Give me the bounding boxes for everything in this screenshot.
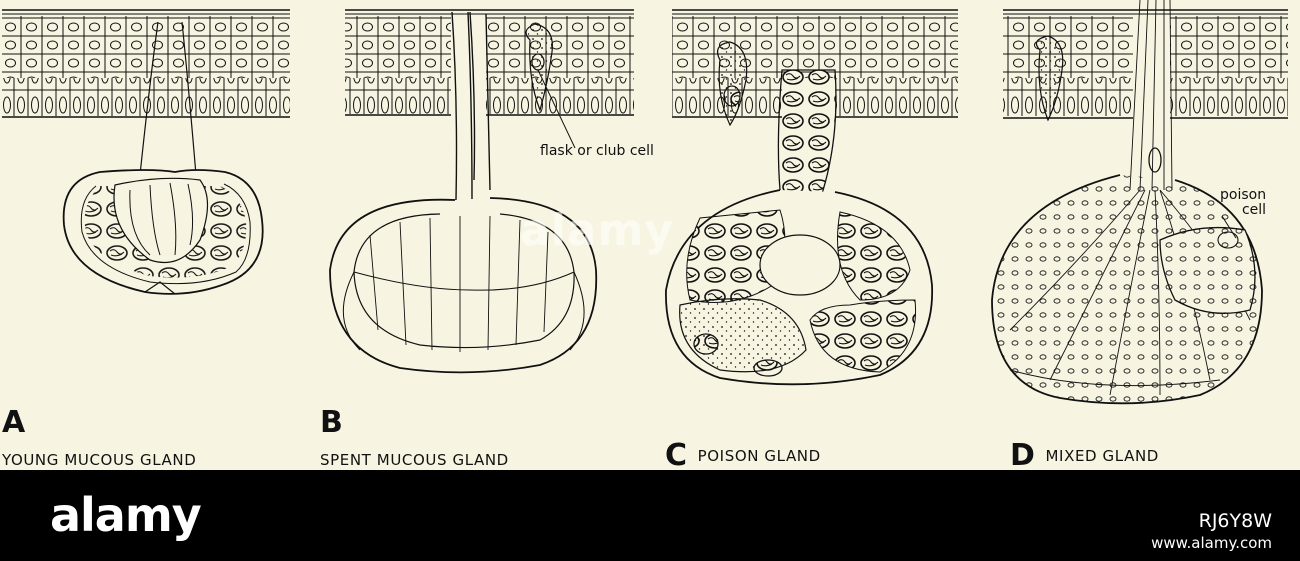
flask-cell-label: flask or club cell (540, 143, 654, 159)
gland-illustrations (2, 0, 1288, 405)
panel-a-letter: A (2, 405, 26, 440)
panel-a-caption: YOUNG MUCOUS GLAND (2, 451, 197, 469)
gland-diagram-figure: alamy flask or club cell poison cell A Y… (2, 0, 1288, 471)
panel-d-letter: D (1010, 438, 1036, 473)
poison-cell-label-line2: cell (1241, 201, 1267, 218)
panel-b-caption: SPENT MUCOUS GLAND (320, 451, 509, 469)
panel-b-letter: B (320, 405, 343, 440)
panel-c-caption-line: C POISON GLAND (665, 441, 821, 471)
panel-a-drawing (2, 9, 290, 295)
stock-site-url: www.alamy.com (1151, 534, 1272, 552)
panel-c-letter: C (665, 438, 688, 473)
panel-c-drawing (665, 9, 958, 386)
panel-d-caption-line: D MIXED GLAND (1010, 441, 1159, 471)
panel-b-drawing (329, 9, 634, 374)
panel-d-drawing (991, 0, 1288, 405)
alamy-logo: alamy (50, 488, 202, 542)
stock-image-id: RJ6Y8W (1198, 510, 1272, 532)
panel-c-caption: POISON GLAND (697, 447, 821, 465)
poison-cell-label: poison cell (1220, 188, 1266, 217)
alamy-watermark: alamy (520, 205, 674, 256)
stock-footer-bar: alamy RJ6Y8W www.alamy.com (0, 470, 1300, 561)
panel-d-caption: MIXED GLAND (1045, 447, 1159, 465)
poison-cell-label-line1: poison (1220, 187, 1267, 203)
